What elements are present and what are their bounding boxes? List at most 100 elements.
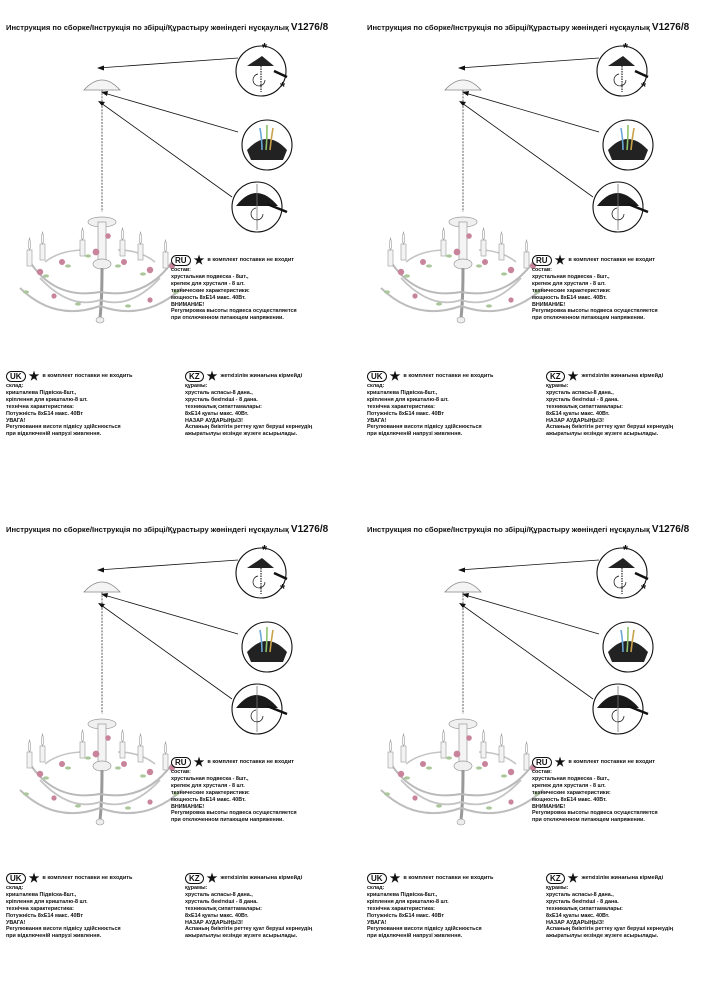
kz-line: хрусталь аспасы-8 дана., <box>185 389 253 396</box>
title-text: Инструкция по сборке/Інструкція по збірц… <box>6 525 289 534</box>
star-icon: ★ <box>554 253 566 267</box>
ru-line: мощность 8хЕ14 макс. 40Вт. <box>532 294 607 301</box>
kz-line: ажыратылуы кезінде жүзеге асырылады. <box>546 933 659 940</box>
detail-wiring-icon <box>602 621 654 673</box>
kz-line: НАЗАР АУДАРЫҢЫЗ! <box>185 919 243 926</box>
panel-title: Инструкция по сборке/Інструкція по збірц… <box>6 524 328 535</box>
kz-line: техникалық сипаттамалары: <box>546 905 623 912</box>
uk-line: кришталева Підвіска-8шт., <box>367 891 438 898</box>
uk-note: в комплект поставки не входить <box>403 875 494 882</box>
ru-block: RU ★ в комплект поставки не входит соста… <box>532 755 658 824</box>
star-mark-top: * <box>262 40 268 55</box>
uk-line: склад: <box>6 383 24 389</box>
ru-line: крепеж для хрусталя - 8 шт. <box>171 782 245 789</box>
ru-line: состав: <box>171 769 191 775</box>
ru-line: хрустальная подвеска - 8шт., <box>171 775 249 782</box>
title-text: Инструкция по сборке/Інструкція по збірц… <box>367 23 650 32</box>
star-icon: ★ <box>567 871 579 885</box>
ru-line: крепеж для хрусталя - 8 шт. <box>171 280 245 287</box>
kz-lang-badge: KZ <box>185 873 204 884</box>
chandelier-diagram <box>19 547 293 826</box>
panel-title: Инструкция по сборке/Інструкція по збірц… <box>367 524 689 535</box>
uk-line: технічна характеристика: <box>6 403 74 410</box>
detail-canopy-icon <box>596 547 649 599</box>
ru-block: RU ★ в комплект поставки не входит соста… <box>171 254 297 322</box>
star-icon: ★ <box>193 755 205 769</box>
star-icon: ★ <box>554 755 566 769</box>
instruction-panel: Инструкция по сборке/Інструкція по збірц… <box>0 502 345 992</box>
ru-line: технические характеристики: <box>171 287 250 294</box>
star-icon: ★ <box>28 369 40 383</box>
kz-line: хрусталь бекіткіші - 8 дана. <box>546 396 619 403</box>
chandelier-icon <box>19 216 183 324</box>
kz-line: 8хЕ14 қуаты макс. 40Вт. <box>546 912 610 919</box>
kz-note: жеткізілім жинағына кірмейді <box>581 373 664 380</box>
model-code: V1276/8 <box>290 524 329 535</box>
ru-note: в комплект поставки не входит <box>207 257 295 264</box>
ru-line: хрустальная подвеска - 8шт., <box>532 775 610 782</box>
star-icon: ★ <box>28 871 40 885</box>
ru-line: при отключенном питающем напряжении. <box>532 315 645 322</box>
uk-line: технічна характеристика: <box>6 905 74 912</box>
ru-line: хрустальная подвеска - 8шт., <box>532 273 610 280</box>
uk-line: склад: <box>367 885 385 891</box>
uk-lang-badge: UK <box>6 371 26 382</box>
ru-line: ВНИМАНИЕ! <box>171 803 205 810</box>
uk-line: технічна характеристика: <box>367 403 435 410</box>
ru-line: Регулировка высоты подвеса осуществляетс… <box>171 810 297 817</box>
uk-block: UK ★ в комплект поставки не входить скла… <box>367 370 494 438</box>
ru-lang-badge: RU <box>171 255 191 266</box>
kz-line: хрусталь бекіткіші - 8 дана. <box>546 898 619 905</box>
ru-line: при отключенном питающем напряжении. <box>171 315 284 322</box>
kz-lang-badge: KZ <box>546 873 565 884</box>
ru-line: Регулировка высоты подвеса осуществляетс… <box>532 308 658 315</box>
uk-line: Регулювання висоти підвісу здійснюється <box>6 926 121 933</box>
panel-title: Инструкция по сборке/Інструкція по збірц… <box>367 22 689 33</box>
chandelier-diagram <box>19 45 293 324</box>
star-mark-top: * <box>262 542 268 557</box>
kz-note: жеткізілім жинағына кірмейді <box>220 373 303 380</box>
chandelier-diagram <box>380 547 654 826</box>
ru-line: мощность 8хЕ14 макс. 40Вт. <box>171 294 246 301</box>
star-mark-bottom: * <box>280 79 286 94</box>
title-text: Инструкция по сборке/Інструкція по збірц… <box>6 23 289 32</box>
kz-line: ажыратылуы кезінде жүзеге асырылады. <box>546 431 659 438</box>
instruction-panel: Инструкция по сборке/Інструкція по збірц… <box>361 502 706 992</box>
kz-line: Аспаның биіктігін реттеу қуат беруші кер… <box>546 926 674 933</box>
ru-line: хрустальная подвеска - 8шт., <box>171 273 249 280</box>
ru-lang-badge: RU <box>171 757 191 768</box>
kz-block: KZ ★ жеткізілім жинағына кірмейді құрамы… <box>185 370 312 438</box>
ru-line: крепеж для хрусталя - 8 шт. <box>532 280 606 287</box>
uk-line: технічна характеристика: <box>367 905 435 912</box>
model-code: V1276/8 <box>651 22 690 33</box>
uk-line: Потужність 8хЕ14 макс. 40Вт <box>6 410 83 417</box>
detail-canopy-icon <box>235 45 288 97</box>
kz-line: НАЗАР АУДАРЫҢЫЗ! <box>546 919 604 926</box>
kz-block: KZ ★ жеткізілім жинағына кірмейді құрамы… <box>185 872 313 940</box>
uk-line: при відключеній напрузі живлення. <box>367 933 463 940</box>
ru-lang-badge: RU <box>532 255 552 266</box>
uk-block: UK ★ в комплект поставки не входить скла… <box>367 872 494 940</box>
ru-note: в комплект поставки не входит <box>207 759 295 766</box>
uk-block: UK ★ в комплект поставки не входить скла… <box>6 871 132 940</box>
kz-note: жеткізілім жинағына кірмейді <box>220 875 303 882</box>
uk-line: кришталева Підвіска-8шт., <box>6 891 77 898</box>
kz-line: ажыратылуы кезінде жүзеге асырылады. <box>185 431 298 438</box>
uk-note: в комплект поставки не входить <box>403 373 494 380</box>
model-code: V1276/8 <box>651 524 690 535</box>
kz-line: құрамы: <box>185 383 208 389</box>
ru-line: Регулировка высоты подвеса осуществляетс… <box>532 810 658 817</box>
kz-line: құрамы: <box>546 383 569 389</box>
detail-height-icon <box>592 683 649 735</box>
uk-line: кріплення для кришталю-8 шт. <box>6 396 88 403</box>
kz-line: Аспаның биіктігін реттеу қуат беруші кер… <box>185 926 313 933</box>
instruction-panel: Инструкция по сборке/Інструкція по збірц… <box>0 0 345 490</box>
kz-lang-badge: KZ <box>546 371 565 382</box>
chandelier-icon <box>380 216 544 324</box>
uk-line: Регулювання висоти підвісу здійснюється <box>367 424 482 431</box>
kz-line: хрусталь бекіткіші - 8 дана. <box>185 898 258 905</box>
ru-note: в комплект поставки не входит <box>568 759 656 766</box>
kz-line: НАЗАР АУДАРЫҢЫЗ! <box>546 417 604 424</box>
detail-wiring-icon <box>241 119 293 171</box>
star-mark-top: * <box>623 40 629 55</box>
